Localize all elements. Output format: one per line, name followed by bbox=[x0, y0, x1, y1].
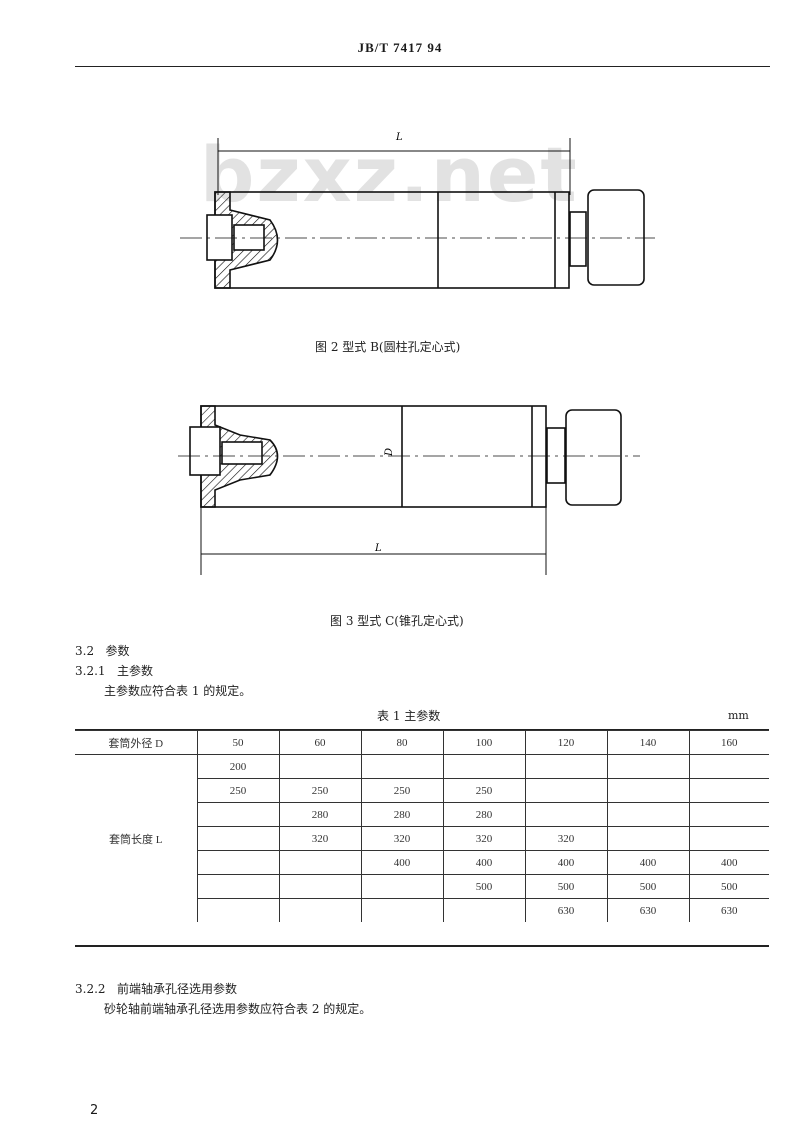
table-cell: 120 bbox=[524, 730, 608, 755]
table-cell bbox=[524, 754, 608, 779]
table-cell bbox=[606, 754, 690, 779]
figure-3-caption: 图 3 型式 C(锥孔定心式) bbox=[330, 614, 464, 628]
fig3-D-label: D bbox=[384, 448, 395, 457]
table-cell bbox=[278, 754, 362, 779]
table-cell: 630 bbox=[688, 898, 769, 922]
section-3-2: 3.2 参数 bbox=[75, 642, 130, 659]
table-cell: 100 bbox=[442, 730, 526, 755]
header-rule bbox=[75, 66, 770, 67]
table-cell bbox=[524, 778, 608, 803]
table-cell bbox=[688, 778, 769, 803]
table-cell bbox=[196, 898, 280, 922]
standard-code: JB/T 7417 94 bbox=[357, 40, 443, 55]
table-cell: 320 bbox=[360, 826, 444, 851]
fig2-L-label: L bbox=[395, 132, 403, 143]
table-cell bbox=[196, 850, 280, 875]
fig3-L-label: L bbox=[374, 543, 382, 554]
table-cell bbox=[688, 754, 769, 779]
table-cell: 80 bbox=[360, 730, 444, 755]
table-cell bbox=[196, 802, 280, 827]
table-cell: 500 bbox=[524, 874, 608, 899]
section-title: 参数 bbox=[105, 644, 130, 658]
page-number: 2 bbox=[90, 1103, 99, 1118]
section-3-2-2-body: 砂轮轴前端轴承孔径选用参数应符合表 2 的规定。 bbox=[104, 1002, 372, 1016]
table-cell: 60 bbox=[278, 730, 362, 755]
table-cell: 250 bbox=[442, 778, 526, 803]
table-cell bbox=[278, 898, 362, 922]
table-cell: 320 bbox=[524, 826, 608, 851]
table-cell: 400 bbox=[524, 850, 608, 875]
table-cell bbox=[606, 826, 690, 851]
table1-bottom-rule bbox=[75, 945, 769, 947]
table-cell bbox=[360, 754, 444, 779]
figure-2-drawing: L bbox=[180, 132, 655, 289]
table-cell: 250 bbox=[196, 778, 280, 803]
table-cell bbox=[688, 826, 769, 851]
table-cell bbox=[278, 850, 362, 875]
table-cell: 500 bbox=[688, 874, 769, 899]
table-cell: 140 bbox=[606, 730, 690, 755]
table-cell: 400 bbox=[606, 850, 690, 875]
table-cell: 250 bbox=[278, 778, 362, 803]
table-cell: 280 bbox=[360, 802, 444, 827]
section-number: 3.2.2 bbox=[75, 982, 106, 996]
table-cell: 160 bbox=[688, 730, 769, 755]
table-cell: 400 bbox=[442, 850, 526, 875]
table-cell: 400 bbox=[688, 850, 769, 875]
table-cell: 500 bbox=[606, 874, 690, 899]
table-row-D: 套筒外径 D 50 60 80 100 120 140 160 bbox=[75, 730, 769, 755]
table-cell: 630 bbox=[606, 898, 690, 922]
table-cell bbox=[606, 778, 690, 803]
table-row-L: 250 250 250 250 bbox=[75, 778, 769, 803]
table-cell: 500 bbox=[442, 874, 526, 899]
watermark: bzxz.net bbox=[200, 130, 579, 219]
row-header-L: 套筒长度 L bbox=[75, 754, 198, 922]
figure-3-drawing: L D bbox=[178, 405, 640, 575]
table1-title: 表 1 主参数 bbox=[377, 709, 441, 723]
section-title: 前端轴承孔径选用参数 bbox=[117, 982, 238, 996]
table-cell bbox=[196, 826, 280, 851]
table-cell: 250 bbox=[360, 778, 444, 803]
table-cell: 50 bbox=[196, 730, 280, 755]
table-row-L: 400 400 400 400 400 bbox=[75, 850, 769, 875]
table1: 套筒外径 D 50 60 80 100 120 140 160 套筒长度 L 2… bbox=[75, 730, 769, 922]
table-cell bbox=[442, 898, 526, 922]
table-row-L: 280 280 280 bbox=[75, 802, 769, 827]
figure-2-caption: 图 2 型式 B(圆柱孔定心式) bbox=[315, 340, 461, 354]
table-cell bbox=[688, 802, 769, 827]
table1-unit: mm bbox=[728, 709, 749, 722]
table-cell bbox=[360, 874, 444, 899]
table-cell bbox=[442, 754, 526, 779]
table-cell bbox=[196, 874, 280, 899]
section-title: 主参数 bbox=[117, 664, 154, 678]
row-header-D: 套筒外径 D bbox=[75, 730, 198, 755]
table-cell: 280 bbox=[278, 802, 362, 827]
table-cell: 200 bbox=[196, 754, 280, 779]
table-row-L: 500 500 500 500 bbox=[75, 874, 769, 899]
section-3-2-1: 3.2.1 主参数 bbox=[75, 662, 153, 679]
table-cell: 320 bbox=[278, 826, 362, 851]
section-3-2-1-body: 主参数应符合表 1 的规定。 bbox=[104, 684, 252, 698]
section-number: 3.2.1 bbox=[75, 664, 106, 678]
section-3-2-2: 3.2.2 前端轴承孔径选用参数 bbox=[75, 980, 237, 997]
table-cell bbox=[278, 874, 362, 899]
table-cell: 400 bbox=[360, 850, 444, 875]
table-cell: 630 bbox=[524, 898, 608, 922]
table-row-L: 630 630 630 bbox=[75, 898, 769, 922]
section-number: 3.2 bbox=[75, 644, 95, 658]
table-cell: 280 bbox=[442, 802, 526, 827]
table-row-L: 套筒长度 L 200 bbox=[75, 754, 769, 922]
table-cell bbox=[524, 802, 608, 827]
table-cell: 320 bbox=[442, 826, 526, 851]
table-cell bbox=[606, 802, 690, 827]
table-cell bbox=[360, 898, 444, 922]
